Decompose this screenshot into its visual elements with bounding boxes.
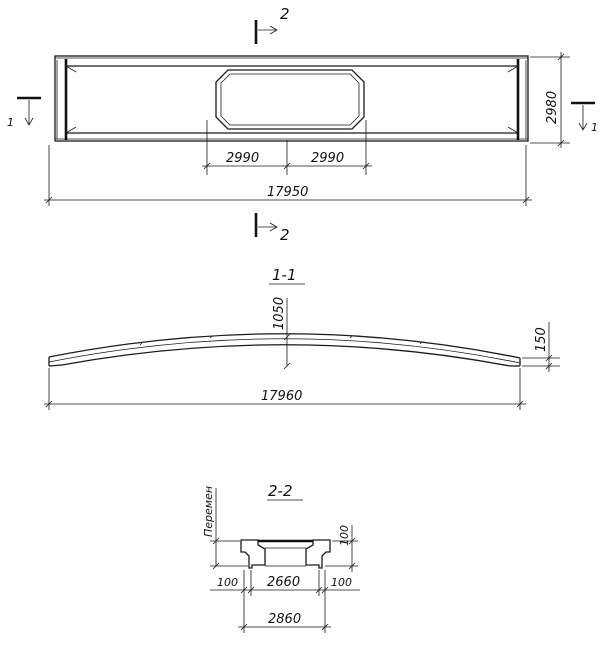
section-label-1-right: 1 — [591, 121, 598, 134]
arch-bottom-chord — [61, 344, 511, 367]
label-variable-height: Перемен — [202, 486, 215, 537]
section-2-2-labels: 2-2 Перемен 100 100 2660 100 2860 — [202, 482, 352, 627]
cross-section-right-rib — [305, 539, 331, 569]
dim-rib-height: 100 — [338, 525, 351, 546]
section-label-2-bottom: 2 — [280, 226, 290, 244]
dim-plan-width: 2980 — [545, 91, 560, 124]
dim-left-rib: 100 — [217, 576, 238, 589]
plan-labels: 2 2 1 1 2990 2990 17950 2980 — [7, 5, 598, 244]
cross-section-left-rib — [240, 539, 266, 569]
section-label-2-top: 2 — [280, 5, 290, 23]
plan-view — [17, 20, 595, 237]
plan-opening — [215, 69, 365, 130]
dim-end-height: 150 — [534, 327, 549, 352]
dim-opening-left: 2990 — [226, 151, 259, 166]
section-2-2 — [210, 488, 360, 633]
dim-rise: 1050 — [272, 297, 287, 330]
dim-plan-length: 17950 — [267, 185, 308, 200]
dim-outer: 2860 — [268, 612, 301, 627]
dim-section-length: 17960 — [261, 389, 302, 404]
section-1-1-labels: 1-1 1050 150 17960 — [261, 266, 549, 404]
section-label-1-left: 1 — [7, 116, 14, 129]
section-1-1-title: 1-1 — [272, 266, 297, 284]
section-2-2-title: 2-2 — [268, 482, 293, 500]
dim-inner: 2660 — [267, 575, 300, 590]
arch-top-chord — [48, 333, 521, 359]
plan-outline — [54, 55, 529, 142]
dim-opening-right: 2990 — [311, 151, 344, 166]
section-1-1 — [44, 283, 560, 410]
dim-right-rib: 100 — [331, 576, 352, 589]
